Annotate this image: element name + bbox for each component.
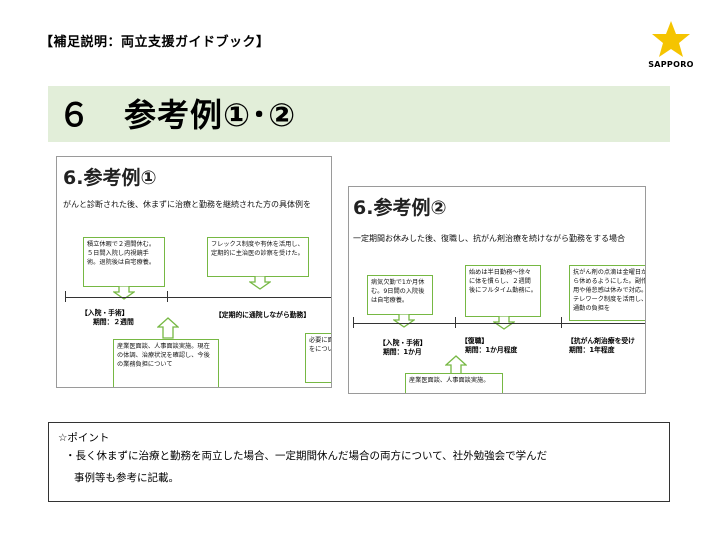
example2-phase-1-period: 期間：1か月 xyxy=(383,348,422,356)
example1-phase-2-name: 【定期的に通院しながら勤務】 xyxy=(215,311,311,319)
timeline-line xyxy=(353,323,645,325)
example1-box-1: 積立休暇で２週間休む。５日間入院し内視鏡手術。退院後は自宅療養。 xyxy=(83,237,165,287)
down-arrow-icon xyxy=(393,314,415,328)
up-arrow-icon xyxy=(157,317,179,339)
point-line-2: 事例等も参考に記載。 xyxy=(74,472,179,484)
example1-title: 6.参考例① xyxy=(63,167,157,189)
example2-image: 6.参考例② 一定期間お休みした後、復職し、抗がん剤治療を続けながら勤務をする場… xyxy=(348,186,646,394)
timeline-line xyxy=(65,297,331,299)
header-label: 【補足説明：両立支援ガイドブック】 xyxy=(40,35,270,50)
example2-phase-1-name: 【入院・手術】 xyxy=(379,339,427,347)
down-arrow-icon xyxy=(493,316,515,330)
point-line-1: ・長く休まずに治療と勤務を両立した場合、一定期間休んだ場合の両方について、社外勉… xyxy=(65,450,548,462)
example1-box-3: 産業医面談、人事面談実施。現在の体調、治療状況を確認し、今後の業務負担について xyxy=(113,339,219,387)
page-title: ６ 参考例①･② xyxy=(58,96,297,134)
point-box: ☆ポイント ・長く休まずに治療と勤務を両立した場合、一定期間休んだ場合の両方につ… xyxy=(48,422,670,502)
timeline-tick xyxy=(353,317,355,328)
down-arrow-icon xyxy=(113,286,135,300)
example2-box-2: 始めは半日勤務～徐々に体を慣らし、２週間後にフルタイム勤務に。 xyxy=(465,265,541,317)
logo-text: SAPPORO xyxy=(648,60,694,69)
example2-phase-2-name: 【復職】 xyxy=(461,337,489,345)
example2-title: 6.参考例② xyxy=(353,197,447,219)
down-arrow-icon xyxy=(249,276,271,290)
star-icon xyxy=(652,21,690,57)
timeline-tick xyxy=(561,317,563,328)
example1-subtitle: がんと診断された後、休まずに治療と勤務を継続された方の具体例を xyxy=(63,200,311,209)
example2-box-3: 抗がん剤の点滴は金曜日から休めるようにした。副作用や倦怠感は休みで対応。テレワー… xyxy=(569,265,645,321)
example2-box-1: 病気欠勤で1か月休む。9日間の入院後は自宅療養。 xyxy=(367,275,433,315)
timeline-tick xyxy=(455,317,457,328)
example1-phase-1-name: 【入院・手術】 xyxy=(81,309,129,317)
example2-box-4: 産業医面談、人事面談実施。 xyxy=(405,373,503,393)
example2-phase-3-name: 【抗がん剤治療を受け xyxy=(567,337,635,345)
timeline-tick xyxy=(65,291,67,302)
example2-phase-2-period: 期間：1か月程度 xyxy=(465,346,518,354)
example2-phase-3-period: 期間：1年程度 xyxy=(569,346,615,354)
example2-subtitle: 一定期間お休みした後、復職し、抗がん剤治療を続けながら勤務をする場合 xyxy=(353,234,625,243)
point-title: ☆ポイント xyxy=(58,432,110,444)
example1-phase-1-period: 期間：２週間 xyxy=(93,318,134,326)
timeline-tick xyxy=(167,291,169,302)
example1-box-2: フレックス制度や有休を活用し、定期的に主治医の診察を受けた。 xyxy=(207,237,309,277)
sapporo-logo: SAPPORO xyxy=(642,20,700,80)
example1-image: 6.参考例① がんと診断された後、休まずに治療と勤務を継続された方の具体例を 積… xyxy=(56,156,332,388)
example1-box-4: 必要に面談をについて xyxy=(305,333,331,383)
title-band xyxy=(48,86,670,142)
